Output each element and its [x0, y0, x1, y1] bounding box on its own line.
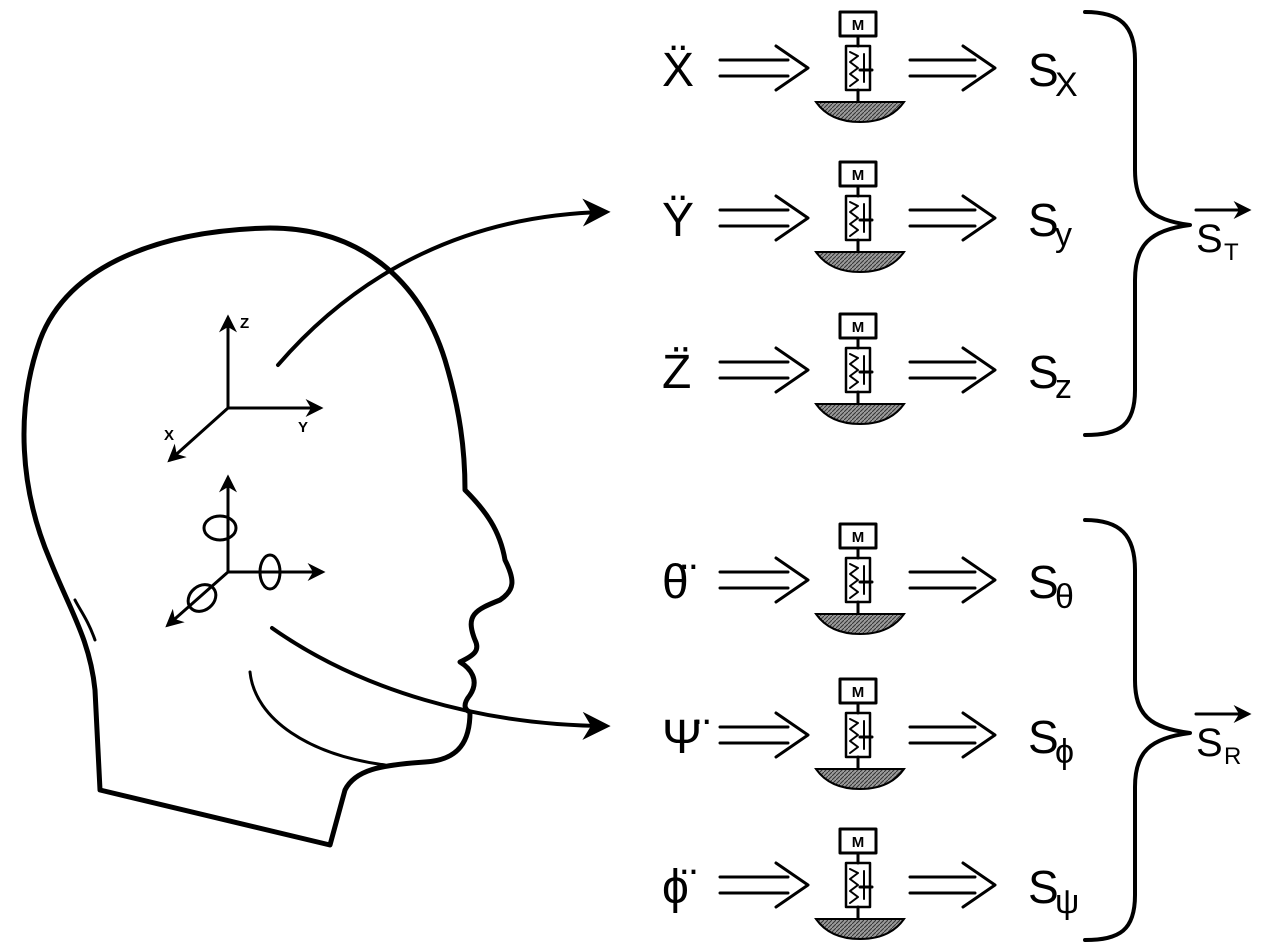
sensor-output-sub: X	[1055, 66, 1078, 104]
translation-axes: Z Y X	[164, 314, 324, 463]
sensor-row: Ÿ M Sy	[662, 160, 1072, 274]
sensor-output-sub: θ	[1055, 578, 1074, 616]
spring-mass-icon: M	[814, 522, 906, 636]
rotation-vector-sub: R	[1224, 743, 1241, 770]
sensor-output-sub: y	[1055, 216, 1072, 254]
sensor-output-base: S	[1028, 346, 1059, 398]
spring-mass-icon: M	[814, 827, 906, 941]
sensor-output-base: S	[1028, 556, 1059, 608]
axis-z-label: Z	[240, 315, 249, 332]
sensor-output-base: S	[1028, 44, 1059, 96]
sensor-output-base: S	[1028, 194, 1059, 246]
spring-mass-icon: M	[814, 10, 906, 124]
input-arrow-icon	[718, 194, 810, 242]
spring-mass-icon: M	[814, 677, 906, 791]
mass-label: M	[852, 319, 865, 336]
output-arrow-icon	[908, 861, 997, 909]
input-acceleration-label: Ψ̈	[662, 711, 709, 764]
rotation-flow-arrow	[270, 626, 611, 740]
input-acceleration-label: Ÿ	[662, 194, 694, 247]
spring-mass-icon: M	[814, 312, 906, 426]
input-arrow-icon	[718, 44, 810, 92]
input-acceleration-label: ϕ̈	[662, 861, 696, 914]
rotation-vector: S R	[1194, 705, 1252, 770]
sensor-row: Ẍ M SX	[662, 10, 1078, 124]
output-arrow-icon	[908, 556, 997, 604]
sensor-output-sub: ϕ	[1055, 733, 1074, 771]
input-acceleration-label: θ̈	[662, 556, 696, 609]
mass-label: M	[852, 529, 865, 546]
input-arrow-icon	[718, 711, 810, 759]
input-arrow-icon	[718, 346, 810, 394]
rotation-loop-horizontal-icon	[258, 553, 282, 591]
translation-flow-arrow	[276, 198, 611, 367]
rotation-brace	[1083, 518, 1192, 942]
translation-vector-sub: T	[1224, 239, 1239, 266]
output-arrow-icon	[908, 711, 997, 759]
axis-y-label: Y	[298, 419, 308, 436]
translation-brace	[1083, 10, 1192, 437]
sensor-output-base: S	[1028, 711, 1059, 763]
sensor-row: Ψ̈ M Sϕ	[662, 677, 1074, 791]
input-acceleration-label: Z̈	[662, 346, 691, 399]
mass-label: M	[852, 684, 865, 701]
mass-label: M	[852, 17, 865, 34]
input-acceleration-label: Ẍ	[662, 44, 694, 97]
rotation-loop-vertical-icon	[202, 514, 238, 542]
spring-mass-icon: M	[814, 160, 906, 274]
translation-vector: S T	[1194, 201, 1252, 266]
output-arrow-icon	[908, 194, 997, 242]
mass-label: M	[852, 167, 865, 184]
sensor-output-sub: z	[1055, 368, 1072, 406]
translation-vector-base: S	[1196, 217, 1223, 261]
sensor-row: θ̈ M Sθ	[662, 522, 1074, 636]
sensor-row: Z̈ M Sz	[662, 312, 1072, 426]
output-arrow-icon	[908, 44, 997, 92]
sensor-output-base: S	[1028, 861, 1059, 913]
rotation-axes	[165, 474, 326, 628]
input-arrow-icon	[718, 861, 810, 909]
mass-label: M	[852, 834, 865, 851]
rotation-vector-base: S	[1196, 721, 1223, 765]
rotation-loop-lateral-icon	[186, 583, 218, 613]
sensor-row: ϕ̈ M Sψ	[662, 827, 1079, 941]
input-arrow-icon	[718, 556, 810, 604]
output-arrow-icon	[908, 346, 997, 394]
axis-x-label: X	[164, 427, 174, 444]
sensor-output-sub: ψ	[1055, 883, 1079, 921]
head-outline	[21, 225, 515, 848]
